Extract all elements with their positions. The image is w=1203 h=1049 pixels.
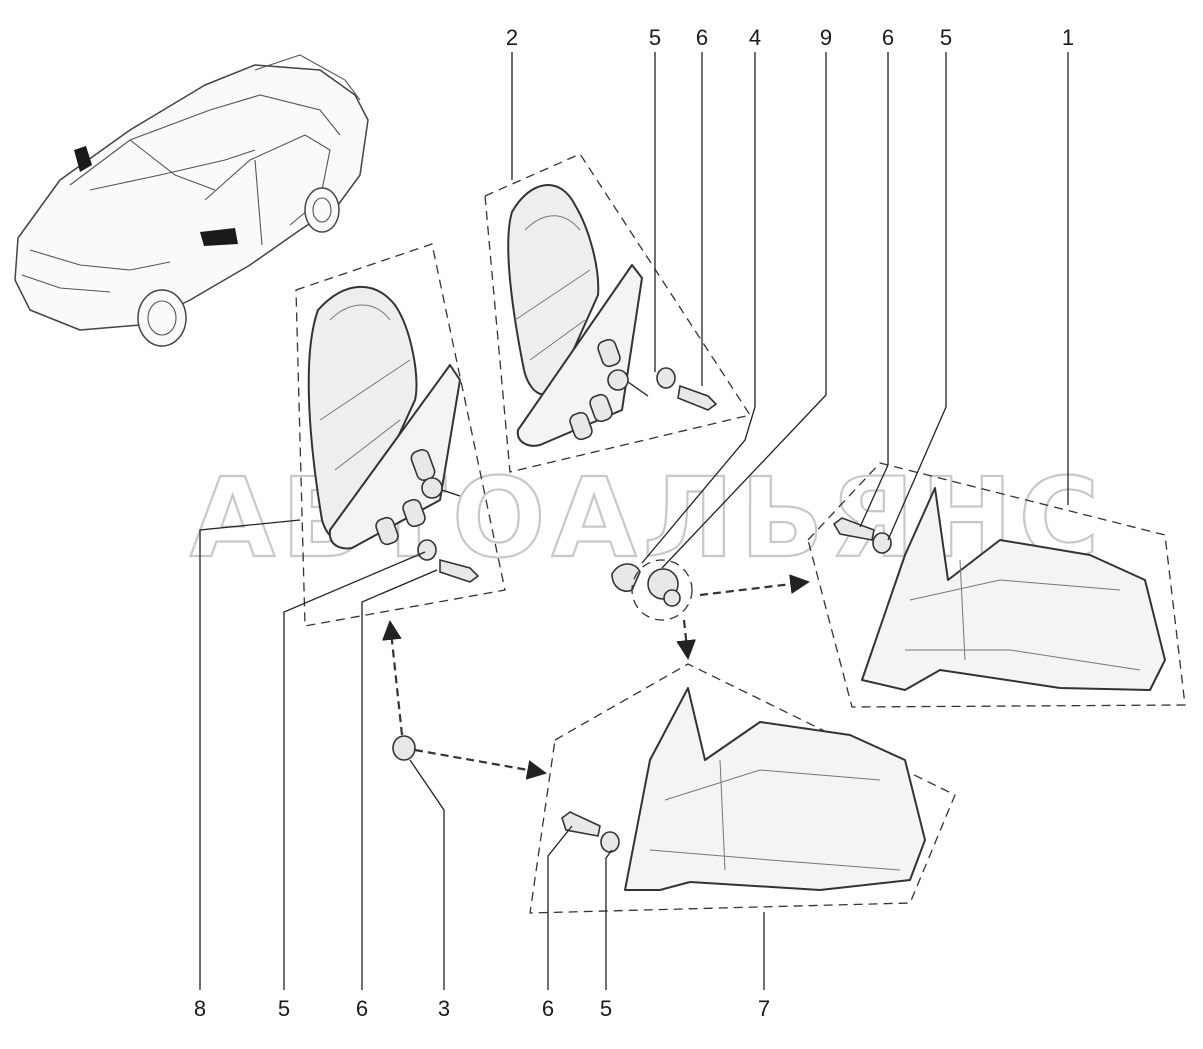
center-parts: [611, 559, 693, 621]
callout-9: 9: [820, 25, 832, 50]
callout-3: 3: [438, 996, 450, 1021]
callout-5-left: 5: [278, 996, 290, 1021]
mirror-assembly-7: [529, 663, 956, 914]
car-overview: [14, 54, 369, 347]
callout-6-upper: 6: [696, 25, 708, 50]
callout-6-left: 6: [356, 996, 368, 1021]
mirror-assembly-8: [295, 243, 506, 627]
callouts-top: 2 5 6 4 9 6 5 1: [506, 25, 1074, 50]
callout-8: 8: [194, 996, 206, 1021]
callout-6-bottom: 6: [542, 996, 554, 1021]
callout-6-right: 6: [882, 25, 894, 50]
callout-5-bottom: 5: [600, 996, 612, 1021]
callout-4: 4: [749, 25, 761, 50]
mirror-location-marker-right: [200, 228, 238, 246]
callout-1: 1: [1062, 25, 1074, 50]
callouts-bottom: 8 5 6 3 6 5 7: [194, 996, 770, 1021]
callout-7: 7: [758, 996, 770, 1021]
callout-2: 2: [506, 25, 518, 50]
mirror-assembly-2: [484, 153, 752, 473]
callout-5-right: 5: [940, 25, 952, 50]
assembly-arrows: [382, 574, 810, 780]
mirror-location-marker-left: [74, 146, 92, 172]
leader-lines: [199, 52, 1069, 990]
callout-5-upper: 5: [649, 25, 661, 50]
mirror-assembly-1: [807, 462, 1186, 708]
cap-part-3: [392, 735, 416, 761]
